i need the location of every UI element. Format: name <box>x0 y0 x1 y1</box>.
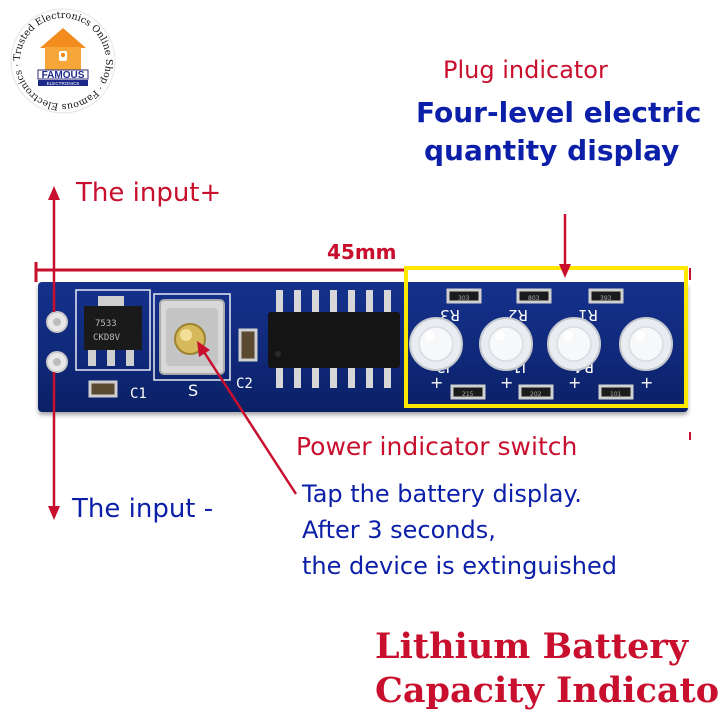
house-roof-icon <box>40 28 86 48</box>
power-desc-line3: the device is extinguished <box>302 552 617 580</box>
power-switch-label: Power indicator switch <box>296 432 578 461</box>
dimension-line <box>34 262 404 282</box>
plug-indicator-arrow <box>559 214 571 278</box>
logo-brand: FAMOUS <box>42 70 85 81</box>
dimension-label: 45mm <box>327 240 397 264</box>
input-minus-label: The input - <box>72 494 214 524</box>
product-title-line2: Capacity Indicator <box>375 670 720 711</box>
shop-logo: Trusted Electronics Online Shop · Famous… <box>10 8 116 114</box>
product-title-line1: Lithium Battery <box>375 626 689 667</box>
input-plus-label: The input+ <box>76 178 222 208</box>
logo-sub: ELECTRONICS <box>47 81 80 86</box>
four-level-label-line1: Four-level electric <box>416 96 702 129</box>
plug-indicator-label: Plug indicator <box>443 56 608 84</box>
power-desc-line2: After 3 seconds, <box>302 516 496 544</box>
power-switch-description: Tap the battery display. After 3 seconds… <box>302 476 617 584</box>
pcb-board <box>38 282 688 412</box>
four-level-label-line2: quantity display <box>424 134 680 167</box>
power-desc-line1: Tap the battery display. <box>302 480 582 508</box>
